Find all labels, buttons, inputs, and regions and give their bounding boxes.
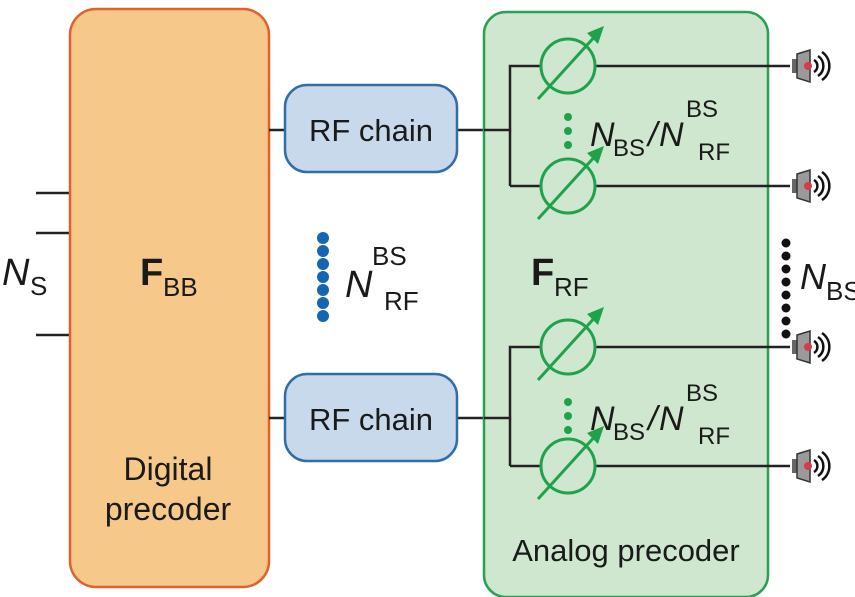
- digital-precoder-block: F BB Digital precoder: [68, 7, 271, 589]
- input-label-main: N: [2, 252, 30, 294]
- digital-caption-line1: Digital: [124, 451, 213, 487]
- rf-chain-bottom-label: RF chain: [309, 402, 433, 437]
- group-ellipsis-bottom: [564, 398, 572, 434]
- antenna-speaker-icon: [790, 329, 831, 365]
- antenna-speaker-icon: [790, 448, 831, 484]
- group-top-main-sub: BS: [613, 135, 645, 162]
- group-top-main: N: [590, 116, 615, 154]
- group-bottom-den: N: [659, 400, 684, 438]
- antenna-speaker-icon: [790, 168, 831, 204]
- antenna-speaker-icon: [790, 48, 831, 84]
- rf-chain-top: RF chain: [283, 83, 459, 174]
- rf-chain-top-label: RF chain: [309, 113, 433, 148]
- rf-count-sup: BS: [372, 241, 407, 271]
- antenna-ellipsis: [781, 238, 791, 339]
- analog-matrix-sub: RF: [554, 272, 589, 302]
- group-bottom-main-sub: BS: [613, 419, 645, 446]
- group-top-den-sup: BS: [686, 96, 718, 123]
- analog-precoder-block: F RF Analog precoder: [482, 10, 770, 597]
- antenna-count-label: N BS: [800, 256, 855, 306]
- digital-matrix-sub: BB: [163, 272, 198, 302]
- analog-wiring-top: [484, 64, 790, 188]
- rf-count-label: N BS RF: [345, 241, 419, 316]
- group-bottom-main: N: [590, 400, 615, 438]
- group-top-slash: /: [646, 116, 661, 154]
- rf-count-main: N: [345, 264, 373, 306]
- rf-connections: [269, 128, 484, 420]
- input-label-sub: S: [30, 271, 47, 301]
- digital-caption-line2: precoder: [105, 491, 232, 527]
- analog-matrix-letter: F: [531, 252, 554, 294]
- input-lines: [36, 191, 70, 337]
- rf-chain-ellipsis: [317, 232, 329, 322]
- group-label-bottom: N BS / N BS RF: [590, 380, 730, 450]
- antenna-count-sub: BS: [826, 276, 855, 306]
- analog-wiring-bottom: [484, 345, 790, 468]
- group-top-den: N: [659, 116, 684, 154]
- group-bottom-slash: /: [646, 400, 661, 438]
- digital-matrix-letter: F: [140, 252, 163, 294]
- group-bottom-den-sup: BS: [686, 380, 718, 407]
- input-streams-label: N S: [2, 252, 47, 301]
- group-top-den-sub: RF: [698, 139, 730, 166]
- rf-count-sub: RF: [384, 286, 419, 316]
- group-ellipsis-top: [564, 113, 572, 149]
- analog-caption: Analog precoder: [512, 533, 740, 568]
- group-label-top: N BS / N BS RF: [590, 96, 730, 166]
- antenna-count-main: N: [800, 256, 827, 297]
- rf-chain-bottom: RF chain: [283, 372, 459, 463]
- group-bottom-den-sub: RF: [698, 423, 730, 450]
